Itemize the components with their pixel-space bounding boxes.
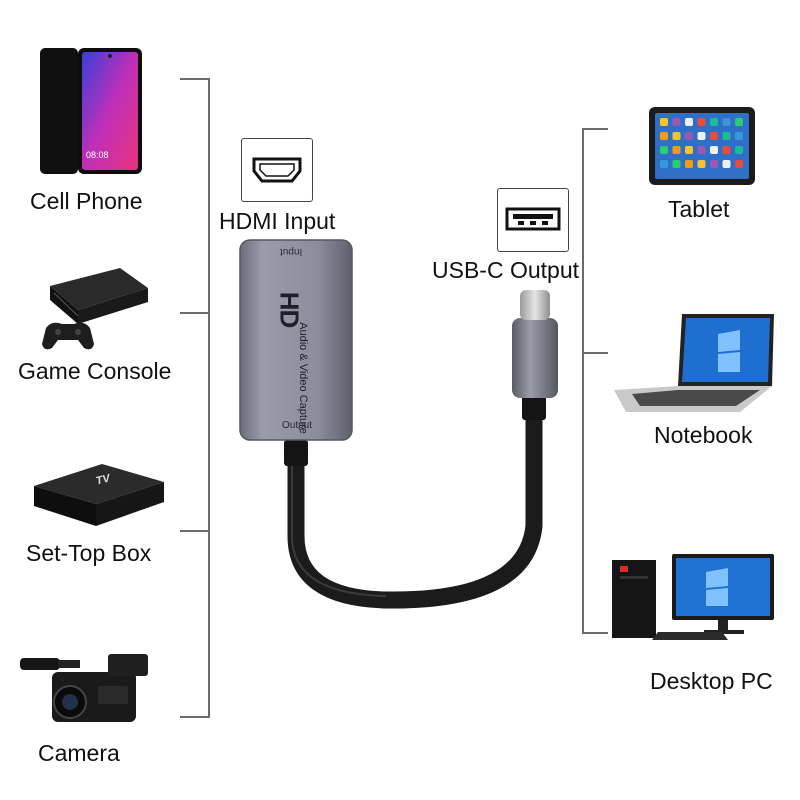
notebook-label: Notebook bbox=[654, 422, 753, 448]
tablet-app-tile bbox=[697, 118, 706, 126]
tablet-app-tile bbox=[660, 118, 668, 126]
usbc-output-label: USB-C Output bbox=[432, 257, 579, 283]
tablet-app-tile bbox=[672, 132, 681, 140]
tablet-app-tile bbox=[672, 118, 681, 126]
set-top-box-image: TV bbox=[30, 456, 166, 532]
phone-screen-time: 08:08 bbox=[86, 150, 109, 160]
game-console-image bbox=[40, 266, 152, 356]
tablet-app-tile bbox=[710, 118, 718, 126]
hdmi-input-label: HDMI Input bbox=[219, 208, 336, 234]
adapter-bottom-text: Output bbox=[282, 420, 313, 431]
notebook-image bbox=[612, 312, 778, 416]
tablet-app-tile bbox=[735, 160, 743, 168]
set-top-box-label: Set-Top Box bbox=[26, 540, 152, 566]
tablet-label: Tablet bbox=[668, 196, 730, 222]
capture-adapter: Input HD Audio & Video Capture Output bbox=[236, 236, 576, 616]
tablet-app-tile bbox=[697, 132, 706, 140]
tablet-app-tile bbox=[697, 146, 706, 154]
tablet-app-tile bbox=[722, 118, 731, 126]
tablet-app-tile bbox=[735, 132, 743, 140]
tablet-app-tile bbox=[735, 146, 743, 154]
cell-phone-label: Cell Phone bbox=[30, 188, 143, 214]
tablet-app-tile bbox=[660, 132, 668, 140]
tablet-app-tile bbox=[735, 118, 743, 126]
tablet-app-tile bbox=[722, 132, 731, 140]
desktop-pc-image bbox=[610, 552, 778, 642]
adapter-top-text: Input bbox=[280, 246, 303, 257]
camera-image bbox=[18, 650, 154, 728]
tablet-app-tile bbox=[660, 160, 668, 168]
camera-label: Camera bbox=[38, 740, 120, 766]
tablet-app-tile bbox=[710, 160, 718, 168]
tablet-app-tile bbox=[710, 146, 718, 154]
hdmi-port-icon bbox=[241, 138, 313, 202]
tablet-app-tile bbox=[722, 146, 731, 154]
usb-port-icon bbox=[497, 188, 569, 252]
cell-phone-image: 08:08 bbox=[38, 46, 144, 176]
tablet-app-tile bbox=[685, 160, 693, 168]
tablet-app-tile bbox=[672, 146, 681, 154]
tablet-app-tile bbox=[685, 118, 693, 126]
tablet-app-tile bbox=[672, 160, 681, 168]
tablet-app-tile bbox=[710, 132, 718, 140]
game-console-label: Game Console bbox=[18, 358, 172, 384]
desktop-pc-label: Desktop PC bbox=[650, 668, 773, 694]
tablet-app-tile bbox=[685, 132, 693, 140]
tablet-app-tile bbox=[697, 160, 706, 168]
tablet-image bbox=[648, 106, 756, 186]
tablet-app-tile bbox=[722, 160, 731, 168]
tablet-app-tile bbox=[685, 146, 693, 154]
tablet-app-tile bbox=[660, 146, 668, 154]
